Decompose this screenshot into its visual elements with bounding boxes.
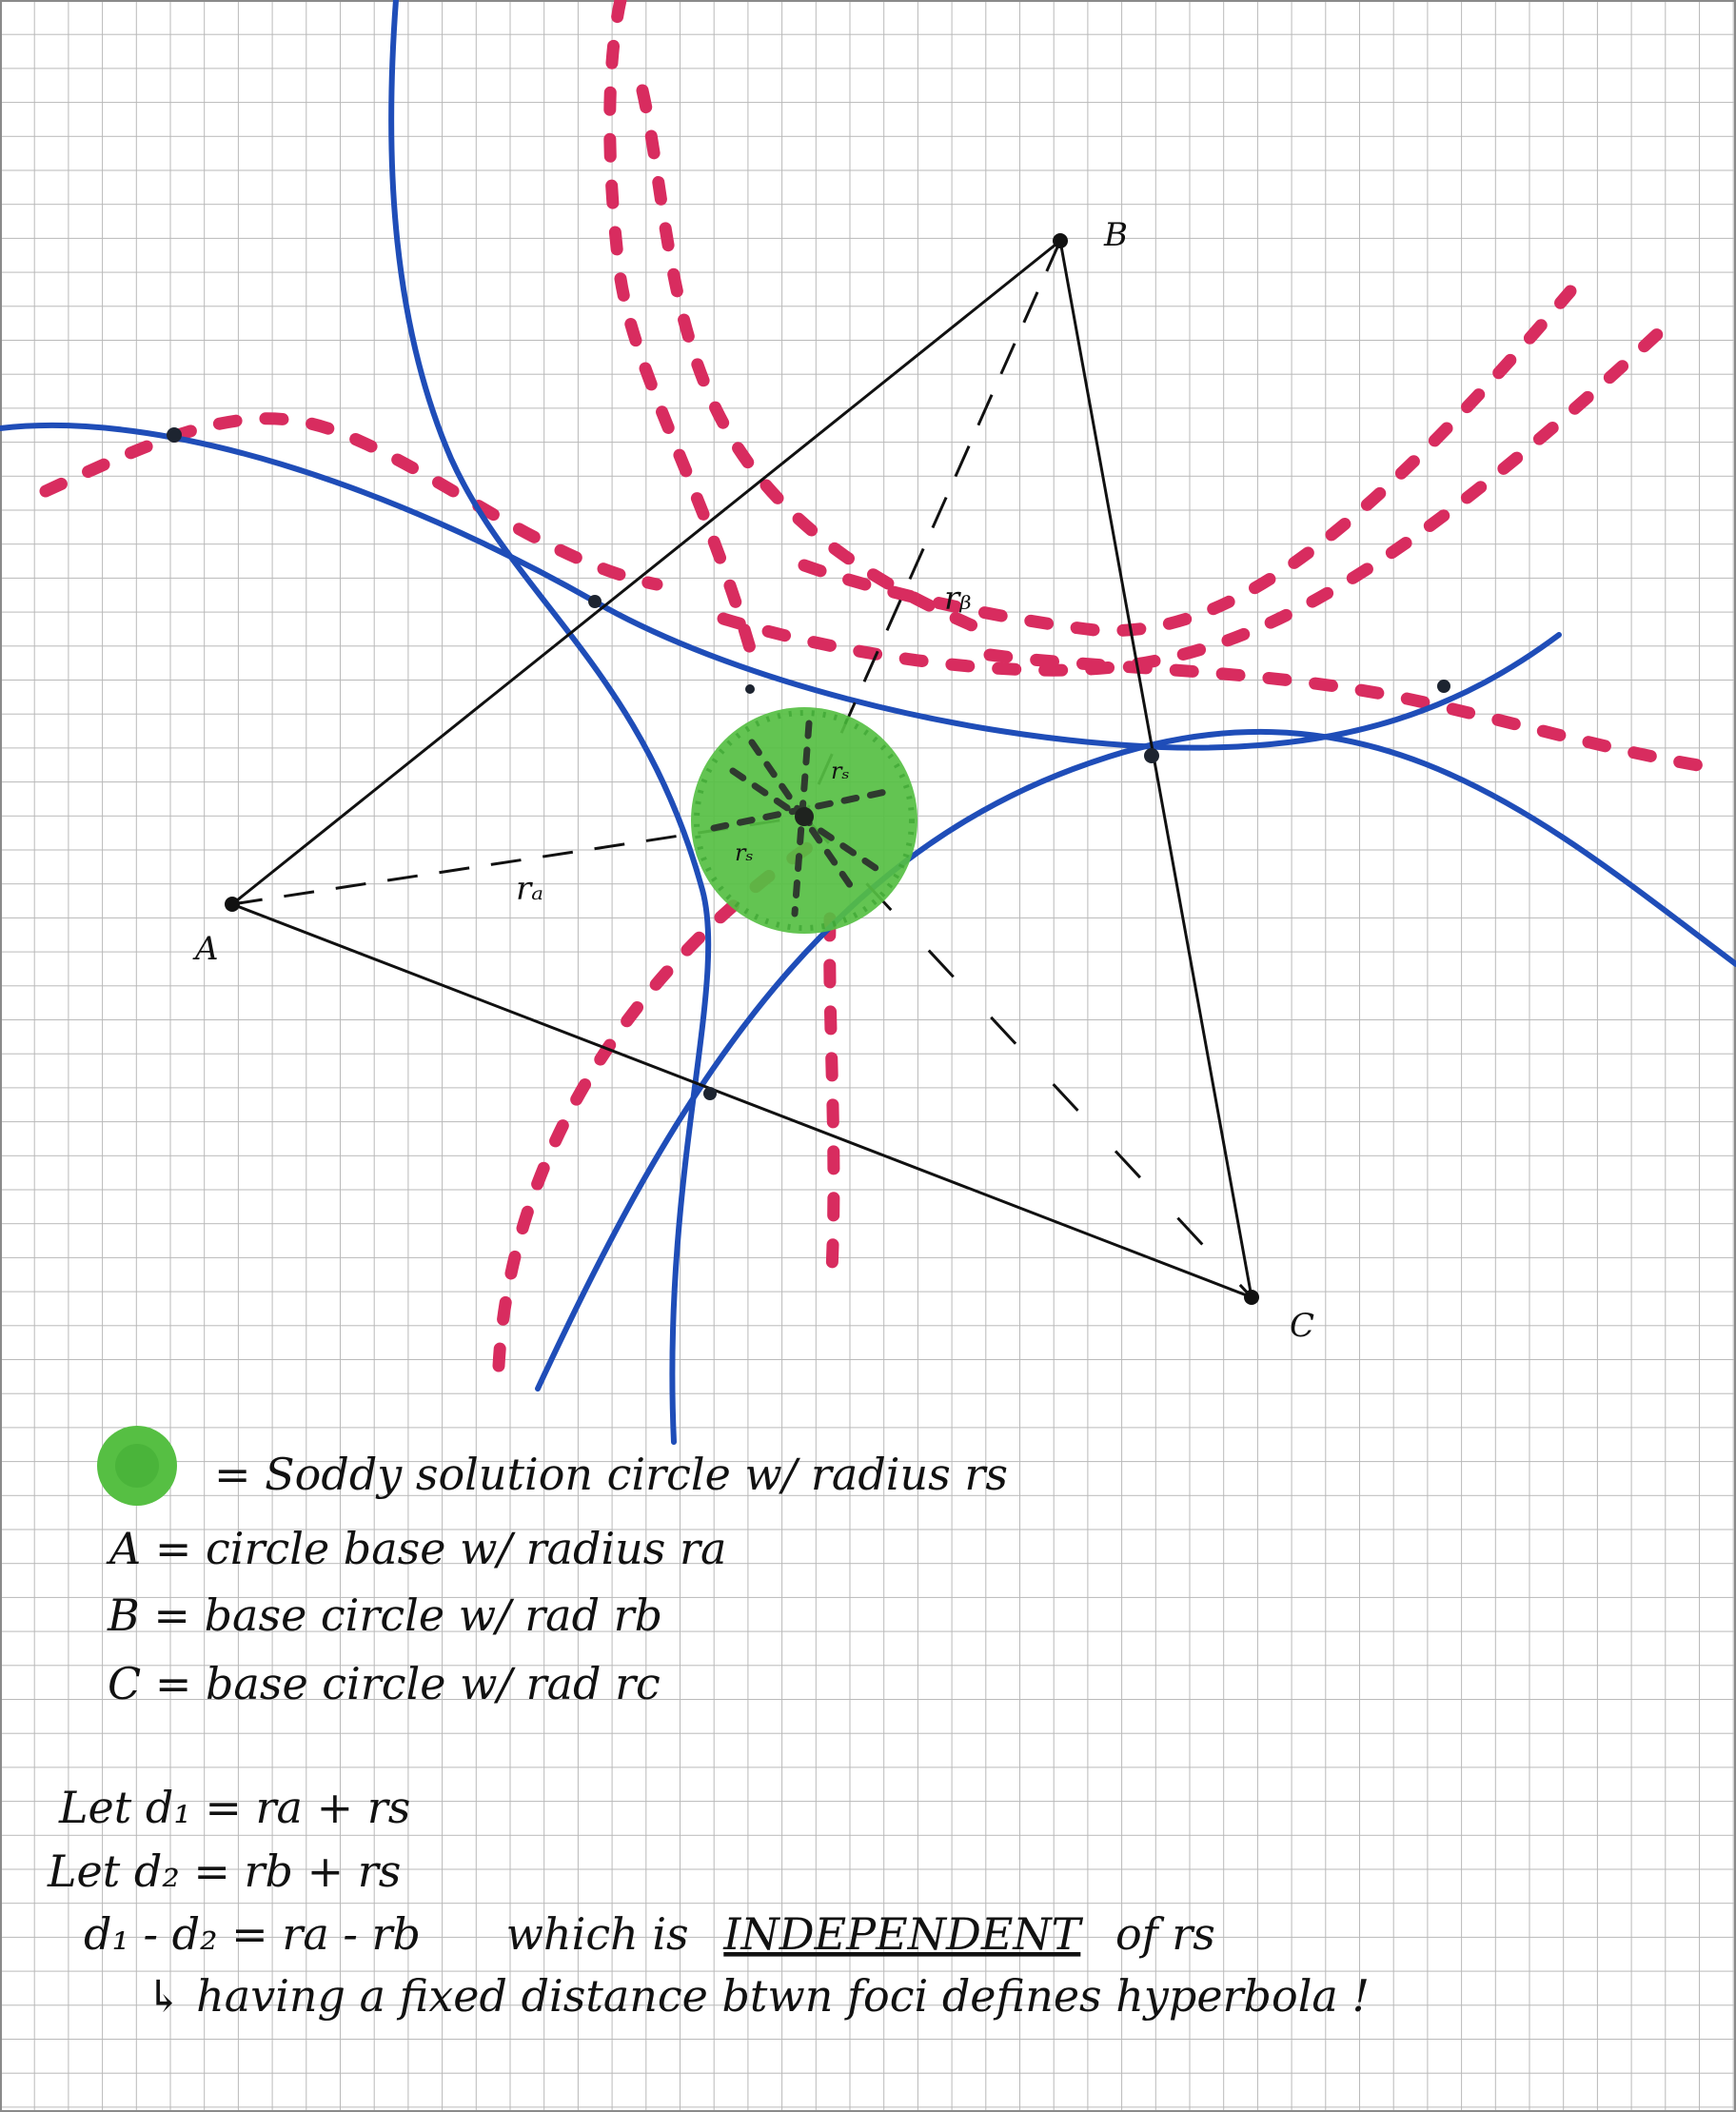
- legend-soddy-line: = Soddy solution circle w/ radius rs: [214, 1449, 1008, 1500]
- derivation-d1-line: Let d₁ = ra + rs: [58, 1782, 410, 1833]
- right-upper-hyperbola: [717, 320, 1672, 677]
- legend-a-line: A = circle base w/ radius ra: [106, 1523, 726, 1574]
- radius-b-label: rᵦ: [944, 580, 972, 618]
- which-is-text: which is: [506, 1908, 689, 1960]
- circle-b-arc: [0, 422, 1562, 751]
- vertex-b-label: B: [1103, 216, 1128, 254]
- derivation-difference-line: d₁ - d₂ = ra - rb which is INDEPENDENT o…: [84, 1908, 1215, 1960]
- legend-b-line: B = base circle w/ rad rb: [107, 1589, 662, 1641]
- triangle: [229, 238, 1253, 1300]
- difference-equation: d₁ - d₂ = ra - rb: [84, 1908, 421, 1960]
- soddy-solution-circle: [691, 707, 917, 934]
- legend: = Soddy solution circle w/ radius rs A =…: [97, 1426, 1008, 1709]
- derivation-conclusion-line: ↳ having a fixed distance btwn foci defi…: [146, 1970, 1370, 2022]
- diagram-labels: A B C rₐ rᵦ rₛ rₛ: [192, 216, 1314, 1345]
- derivation-notes: Let d₁ = ra + rs Let d₂ = rb + rs d₁ - d…: [47, 1782, 1370, 2022]
- independent-text: INDEPENDENT: [722, 1908, 1083, 1960]
- derivation-d2-line: Let d₂ = rb + rs: [47, 1846, 401, 1897]
- circle-c-arc: [535, 728, 1736, 1392]
- intersection-markers: [167, 427, 1450, 1100]
- radius-a-label: rₐ: [516, 870, 543, 908]
- blue-base-circle-arcs: [0, 0, 1736, 1445]
- top-left-vertical-hyperbola: [603, 0, 763, 679]
- vertex-c-label: C: [1290, 1307, 1314, 1345]
- bottom-right-hyperbola: [823, 912, 840, 1277]
- left-upper-hyperbola: [39, 412, 663, 591]
- circle-a-arc: [388, 0, 712, 1445]
- of-rs-text: of rs: [1115, 1908, 1215, 1960]
- right-tail-hyperbola: [983, 648, 1710, 773]
- vertex-dots: [225, 233, 1259, 1305]
- red-dashed-hyperbolas: [39, 0, 1710, 1372]
- legend-c-line: C = base circle w/ rad rc: [108, 1658, 661, 1709]
- radius-s-label-right: rₛ: [831, 758, 850, 784]
- radius-s-label-left: rₛ: [735, 839, 754, 866]
- top-right-vertical-hyperbola: [636, 84, 985, 635]
- vertex-a-label: A: [192, 930, 219, 968]
